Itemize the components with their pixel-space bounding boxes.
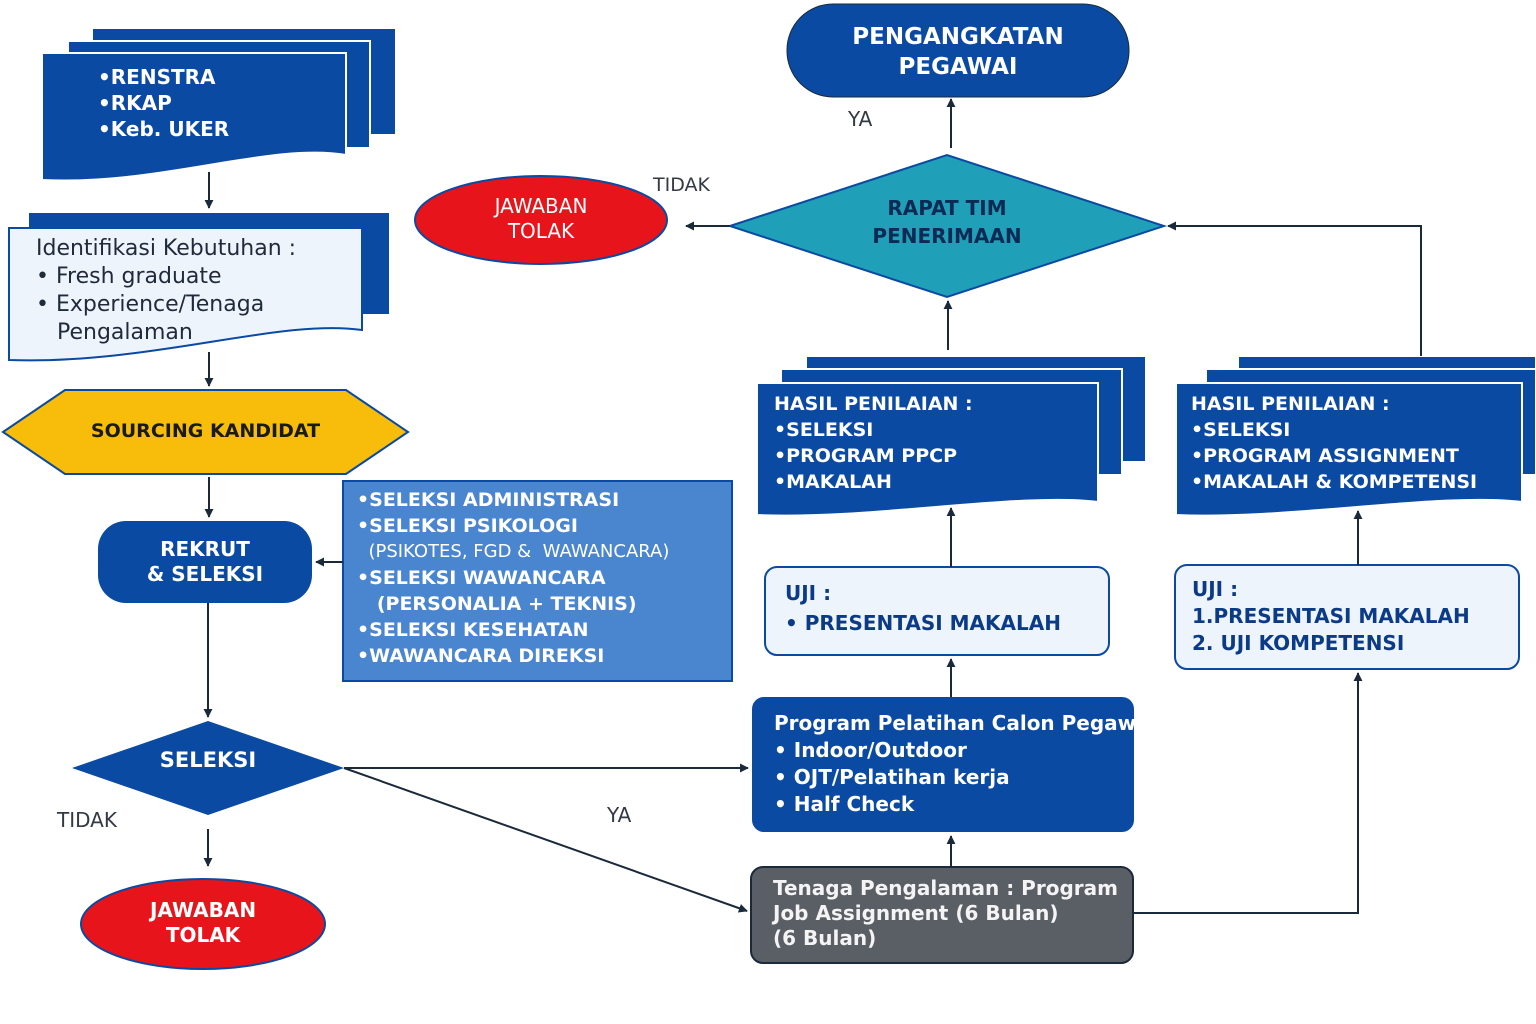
renstra-doc-front <box>41 52 347 182</box>
hasil-left-document-stack <box>756 355 1147 517</box>
presentasi-makalah-numbered-item: 1.PRESENTASI MAKALAH <box>1192 604 1470 628</box>
hasil-right-title: HASIL PENILAIAN : <box>1191 393 1390 415</box>
hasil-right-doc-front <box>1175 382 1523 517</box>
hasil-right-document-stack <box>1175 355 1536 517</box>
hasil-penilaian-left-text: HASIL PENILAIAN : •SELEKSI •PROGRAM PPCP… <box>774 391 973 495</box>
arrow-tenaga-to-uji-right <box>1133 672 1363 914</box>
arrow-hasil-right-to-rapat <box>1167 221 1422 356</box>
seleksi-list-text: •SELEKSI ADMINISTRASI •SELEKSI PSIKOLOGI… <box>357 487 669 669</box>
seleksi-psikologi-item: •SELEKSI PSIKOLOGI <box>357 515 578 537</box>
rapat-tim-diamond <box>726 153 1168 299</box>
fresh-graduate-item: • Fresh graduate <box>36 264 222 289</box>
tenaga-line-1: Tenaga Pengalaman : Program <box>773 876 1118 900</box>
wawancara-direksi-item: •WAWANCARA DIREKSI <box>357 645 605 667</box>
tidak-label-bottom: TIDAK <box>57 808 117 832</box>
rapat-tim-line: RAPAT TIM <box>887 196 1007 220</box>
jawaban-tolak-top-ellipse <box>414 175 668 265</box>
sourcing-kandidat-label: SOURCING KANDIDAT <box>90 420 321 442</box>
jawaban-top-line: JAWABAN <box>494 194 588 218</box>
pengalaman-item: Pengalaman <box>36 320 193 345</box>
uji-left-title: UJI : <box>785 581 832 605</box>
seleksi-administrasi-item: •SELEKSI ADMINISTRASI <box>357 489 620 511</box>
uji-left-text: UJI : • PRESENTASI MAKALAH <box>785 578 1061 638</box>
hasil-left-doc-front <box>756 382 1099 517</box>
jawaban-line: JAWABAN <box>149 898 257 922</box>
tolak-line: TOLAK <box>165 923 241 947</box>
tolak-top-line: TOLAK <box>507 219 575 243</box>
pengangkatan-pegawai-text: PENGANGKATAN PEGAWAI <box>787 22 1129 82</box>
jawaban-tolak-bottom-ellipse <box>80 878 326 970</box>
identifikasi-document-stack <box>8 211 391 362</box>
seleksi-wawancara-item: •SELEKSI WAWANCARA <box>357 567 606 589</box>
hasil-right-assignment-item: •PROGRAM ASSIGNMENT <box>1191 445 1459 467</box>
arrow-seleksi-to-tenaga-pengalaman <box>343 767 748 913</box>
seleksi-diamond-label: SELEKSI <box>159 748 257 772</box>
sourcing-kandidat-hexagon <box>1 389 410 475</box>
ojt-item: • OJT/Pelatihan kerja <box>774 765 1010 789</box>
tenaga-line-3: (6 Bulan) <box>773 926 877 950</box>
rekrut-seleksi-text: REKRUT & SELEKSI <box>98 537 312 587</box>
seleksi-list-box <box>342 480 733 682</box>
rekrut-line: REKRUT <box>160 537 250 561</box>
identifikasi-title: Identifikasi Kebutuhan : <box>36 236 297 261</box>
program-pelatihan-text: Program Pelatihan Calon Pegawai • Indoor… <box>774 710 1157 818</box>
tenaga-pengalaman-text: Tenaga Pengalaman : Program Job Assignme… <box>773 876 1118 951</box>
jawaban-tolak-top-text: JAWABAN TOLAK <box>415 194 667 244</box>
penerimaan-line: PENERIMAAN <box>872 224 1022 248</box>
hasil-right-makalah-kompetensi-item: •MAKALAH & KOMPETENSI <box>1191 471 1478 493</box>
renstra-document-stack <box>41 27 397 182</box>
renstra-text: •RENSTRA •RKAP •Keb. UKER <box>98 64 229 142</box>
pegawai-line: PEGAWAI <box>898 54 1018 80</box>
ya-label-middle: YA <box>607 803 632 827</box>
identifikasi-text: Identifikasi Kebutuhan : • Fresh graduat… <box>36 235 296 347</box>
experience-item: • Experience/Tenaga <box>36 292 265 317</box>
rekrut-seleksi-box <box>98 521 312 603</box>
hasil-left-ppcp-item: •PROGRAM PPCP <box>774 445 958 467</box>
hasil-left-makalah-item: •MAKALAH <box>774 471 892 493</box>
half-check-item: • Half Check <box>774 792 915 816</box>
uji-left-box <box>764 566 1110 656</box>
keb-uker-item: •Keb. UKER <box>98 117 230 141</box>
uji-right-text: UJI : 1.PRESENTASI MAKALAH 2. UJI KOMPET… <box>1192 576 1470 657</box>
rkap-item: •RKAP <box>98 91 172 115</box>
presentasi-makalah-item: • PRESENTASI MAKALAH <box>785 611 1061 635</box>
seleksi-kesehatan-item: •SELEKSI KESEHATAN <box>357 619 589 641</box>
pengangkatan-line: PENGANGKATAN <box>852 24 1064 50</box>
uji-right-box <box>1174 564 1520 670</box>
tenaga-pengalaman-box <box>750 866 1134 964</box>
rapat-tim-text: RAPAT TIM PENERIMAAN <box>730 194 1164 250</box>
program-pelatihan-box <box>752 697 1134 832</box>
seleksi-diamond <box>72 721 344 815</box>
identifikasi-doc-front <box>8 227 363 362</box>
uji-right-title: UJI : <box>1192 577 1239 601</box>
personalia-teknis-item: (PERSONALIA + TEKNIS) <box>357 593 637 615</box>
hasil-left-title: HASIL PENILAIAN : <box>774 393 973 415</box>
hasil-left-seleksi-item: •SELEKSI <box>774 419 874 441</box>
seleksi-line: & SELEKSI <box>146 562 264 586</box>
hasil-penilaian-right-text: HASIL PENILAIAN : •SELEKSI •PROGRAM ASSI… <box>1191 391 1477 495</box>
pengangkatan-pegawai-box <box>786 3 1130 98</box>
tenaga-line-2: Job Assignment (6 Bulan) <box>773 901 1059 925</box>
renstra-item: •RENSTRA <box>98 65 216 89</box>
program-pelatihan-title: Program Pelatihan Calon Pegawai <box>774 711 1157 735</box>
uji-kompetensi-item: 2. UJI KOMPETENSI <box>1192 631 1405 655</box>
ya-label-top: YA <box>848 107 873 131</box>
jawaban-tolak-bottom-text: JAWABAN TOLAK <box>81 898 325 948</box>
indoor-outdoor-item: • Indoor/Outdoor <box>774 738 967 762</box>
psikotes-detail-item: (PSIKOTES, FGD & WAWANCARA) <box>357 541 670 562</box>
tidak-label-top: TIDAK <box>653 174 710 196</box>
hasil-right-seleksi-item: •SELEKSI <box>1191 419 1291 441</box>
